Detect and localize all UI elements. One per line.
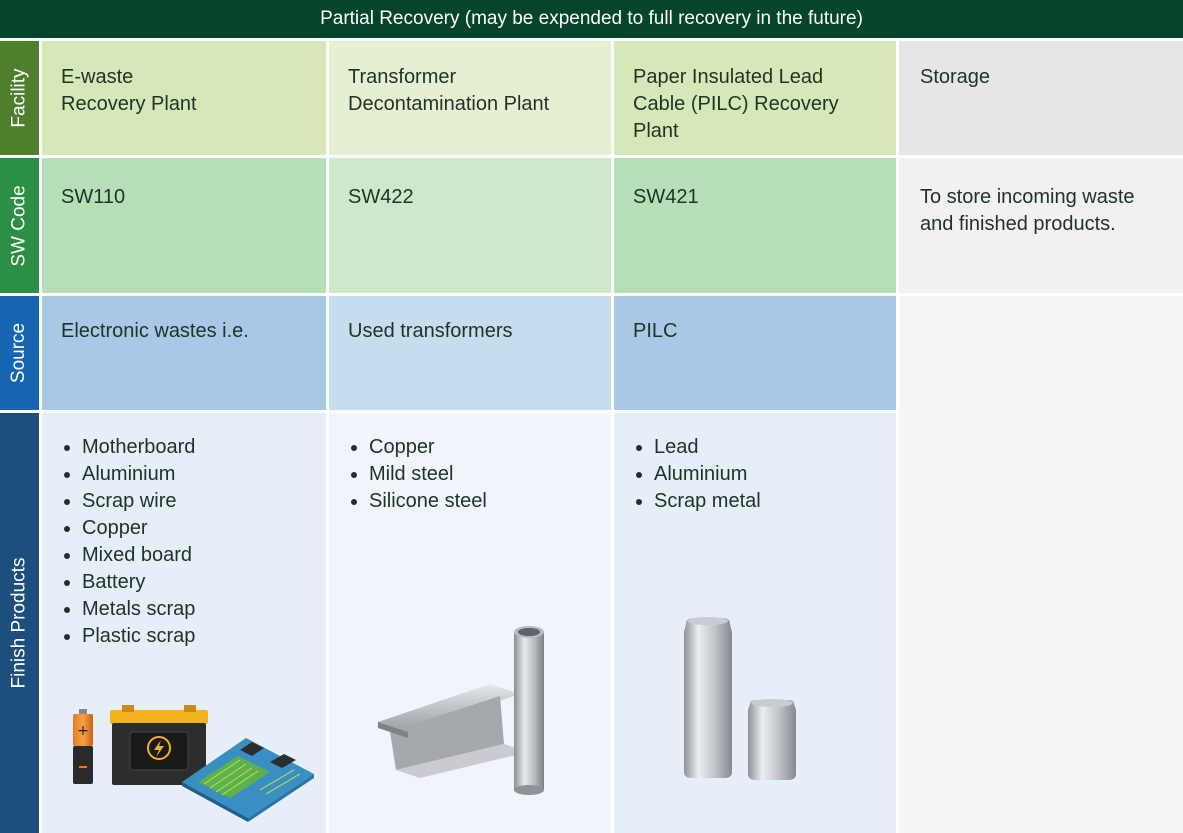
facility-cell-ewaste: E-waste Recovery Plant <box>42 41 326 155</box>
products-list-transformer: Copper Mild steel Silicone steel <box>348 434 593 515</box>
list-item: Silicone steel <box>369 488 593 515</box>
storage-description-cell: To store incoming waste and finished pro… <box>899 158 1183 293</box>
source-cell-pilc: PILC <box>614 296 896 410</box>
row-label-facility: Facility <box>0 41 39 155</box>
storage-empty-cell <box>899 296 1183 833</box>
facility-cell-storage: Storage <box>899 41 1183 155</box>
products-list-ewaste: Motherboard Aluminium Scrap wire Copper … <box>61 434 308 650</box>
row-label-sw-code: SW Code <box>0 158 39 293</box>
storage-description-text: To store incoming waste and finished pro… <box>920 186 1135 235</box>
sw-code-ewaste-text: SW110 <box>61 186 126 208</box>
pilc-illustration <box>684 617 796 780</box>
ewaste-illustration: + <box>73 705 314 822</box>
car-battery-icon <box>110 705 208 785</box>
sw-code-cell-pilc: SW421 <box>614 158 896 293</box>
facility-cell-pilc: Paper Insulated Lead Cable (PILC) Recove… <box>614 41 896 155</box>
list-item: Plastic scrap <box>82 623 308 650</box>
source-pilc-text: PILC <box>633 320 678 342</box>
facility-transformer-text: Transformer Decontamination Plant <box>348 66 550 115</box>
source-ewaste-text: Electronic wastes i.e. <box>61 320 249 342</box>
list-item: Scrap wire <box>82 488 308 515</box>
steel-pipe-icon <box>514 626 544 795</box>
sw-code-transformer-text: SW422 <box>348 186 414 208</box>
svg-text:+: + <box>77 723 89 739</box>
sw-code-pilc-text: SW421 <box>633 186 699 208</box>
list-item: Copper <box>82 515 308 542</box>
source-transformer-text: Used transformers <box>348 320 513 342</box>
facility-cell-transformer: Transformer Decontamination Plant <box>329 41 611 155</box>
steel-beam-icon <box>378 684 528 778</box>
list-item: Mixed board <box>82 542 308 569</box>
facility-ewaste-text: E-waste Recovery Plant <box>61 66 197 115</box>
row-label-finish-products: Finish Products <box>0 413 39 833</box>
products-list-pilc: Lead Aluminium Scrap metal <box>633 434 878 515</box>
list-item: Battery <box>82 569 308 596</box>
row-label-source: Source <box>0 296 39 410</box>
recovery-banner: Partial Recovery (may be expended to ful… <box>0 0 1183 38</box>
facility-pilc-text: Paper Insulated Lead Cable (PILC) Recove… <box>633 66 839 142</box>
list-item: Aluminium <box>82 461 308 488</box>
list-item: Scrap metal <box>654 488 878 515</box>
circuit-board-icon <box>182 738 314 822</box>
list-item: Copper <box>369 434 593 461</box>
source-cell-transformer: Used transformers <box>329 296 611 410</box>
list-item: Metals scrap <box>82 596 308 623</box>
list-item: Mild steel <box>369 461 593 488</box>
battery-icon: + <box>73 709 93 784</box>
list-item: Lead <box>654 434 878 461</box>
aluminium-can-icon <box>684 617 732 778</box>
sw-code-cell-ewaste: SW110 <box>42 158 326 293</box>
source-cell-ewaste: Electronic wastes i.e. <box>42 296 326 410</box>
aluminium-can-icon <box>748 699 796 780</box>
list-item: Aluminium <box>654 461 878 488</box>
facility-storage-text: Storage <box>920 66 991 88</box>
transformer-illustration <box>378 626 544 795</box>
list-item: Motherboard <box>82 434 308 461</box>
sw-code-cell-transformer: SW422 <box>329 158 611 293</box>
